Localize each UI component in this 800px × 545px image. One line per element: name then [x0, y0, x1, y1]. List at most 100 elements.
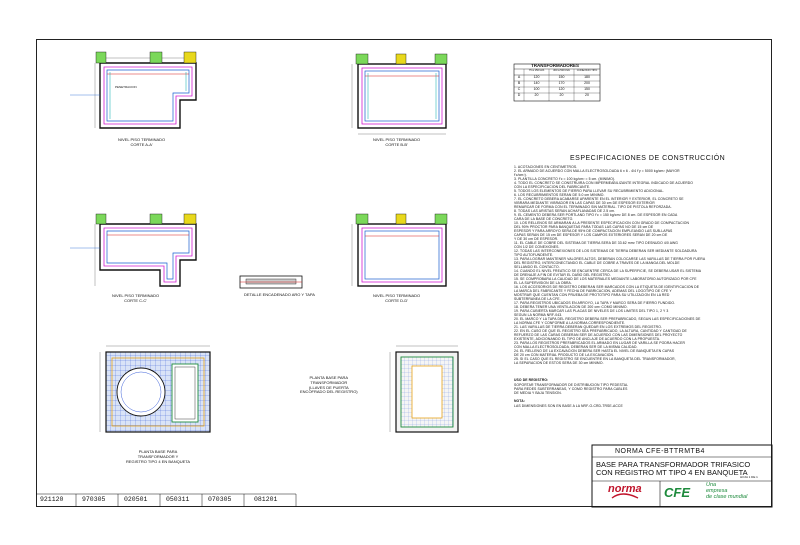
spec-line: 19. PARA CUBIERTA MARCAR LAS PLACAS DE N…: [514, 309, 669, 313]
spec-line: SEGUN LA NORMA NRF-043.: [514, 313, 563, 317]
spec-line: 11. EL CABLE DE COBRE DEL SISTEMA DE TIE…: [514, 241, 679, 245]
spec-line: CARA DE LA BASE DE CONCRETO.: [514, 217, 574, 221]
spec-line: 9. EL CEMENTO DEBERA SER PORTLAND TIPO f…: [514, 213, 678, 217]
spec-line: SELLANDO EL CONTACTO.: [514, 265, 560, 269]
spec-line: CON MALLA ELECTROSOLDADA, DEBERAN SER DE…: [514, 345, 638, 349]
spec-line: 24. EL RELLENO DE LA EXCAVACION DEBERA S…: [514, 349, 675, 353]
spec-line: VIBRARA MEDIANTE VIBRADOR EN LAS CAPAS D…: [514, 201, 655, 205]
specs-title: ESPECIFICACIONES DE CONSTRUCCIÓN: [570, 155, 726, 162]
spec-line: CON LA ESPECIFICACION DEL FABRICANTE.: [514, 185, 591, 189]
table-cell: 120: [558, 87, 565, 91]
spec-line: EL LA SUPERVISION DE LA OBRA.: [514, 281, 572, 285]
transformers-table-frame: [513, 63, 601, 102]
spec-line: LA MARCA DEL FABRICANTE Y FECHA DE FABRI…: [514, 289, 672, 293]
cfe-slogan: Una empresa de clase mundial: [706, 482, 748, 500]
spec-line: 12. TODAS LAS INTERCONEXIONES DE LOS SIS…: [514, 249, 697, 253]
spec-line: 23. PARA LOS REGISTROS PREFABRICADOS EL …: [514, 341, 686, 345]
spec-line: DEL REGISTRO, INTERCONECTANDO EL CABLE D…: [514, 261, 680, 265]
spec-line: 6. LOS RECUBRIMIENTOS SERAN DE 5.0 cm MI…: [514, 193, 605, 197]
spec-line: LA SEPARACION DE ESTOS SERA DE 30 cm MIN…: [514, 361, 604, 365]
spec-line: 25. SI EL CASO QUE EL REGISTRO SE ENCUEN…: [514, 357, 676, 361]
usos-line: PARA REDES SUBTERRANEAS, Y COMO REGISTRO…: [514, 387, 628, 391]
revision-2: 020501: [124, 496, 148, 503]
usos-line: DE MEDIA Y BAJA TENSION.: [514, 391, 562, 395]
spec-line: 18. DEBERA TENER UNA VENTILACION DE 200 …: [514, 305, 628, 309]
usos-line: NOTA:: [514, 399, 525, 403]
cfe-logo: CFE: [664, 485, 690, 500]
revision-3: 050311: [166, 496, 190, 503]
spec-line: TIPO AUTOFUNDENTE.: [514, 253, 554, 257]
spec-line: MOSTRAR QUE CUENTAN CON PRUEBA DE PROTOT…: [514, 293, 670, 297]
table-cell: 150: [584, 87, 590, 91]
plan-c: [70, 213, 197, 287]
table-cell: 170: [558, 81, 565, 85]
spec-line: 1. ACOTACIONES EN CENTIMETROS.: [514, 165, 578, 169]
table-header-cell: 75 a 150 kVA: [528, 69, 545, 72]
spec-line: 7. EL CONCRETO DEBERA ACABARSE APARENTE …: [514, 197, 684, 201]
spec-line: REMARCAR DE FORMA CON EL TERMINADO SIN M…: [514, 205, 672, 209]
table-cell: 180: [584, 75, 590, 79]
spec-line: 22. EN EL CASO DE QUE EL REGISTRO SEA PR…: [514, 329, 687, 333]
spec-line: 2. EL ARMADO DE ACUERDO CON MALLA ELECTR…: [514, 169, 680, 173]
usos-line: USO DE REGISTRO:: [514, 378, 549, 382]
table-cell: 100: [533, 87, 540, 91]
revision-5: 081201: [254, 496, 278, 503]
spec-line: 3. PLANTILLA CONCRETO f'c = 100 kg/cm² =…: [514, 177, 616, 181]
plan-a: PENETRACION: [70, 51, 197, 129]
table-cell: 200: [584, 81, 590, 85]
spec-line: Y DE 30 cm DE ESPESOR.: [514, 237, 559, 241]
table-cell: 120: [533, 75, 540, 79]
spec-line: 5. TODOS LOS ELEMENTOS DE FIERRO PARA LL…: [514, 189, 665, 193]
spec-line: EXISTENTE, ADICIONANDO EL TIPO DE ANCLAJ…: [514, 337, 661, 341]
plan-d: [351, 213, 448, 287]
spec-line: 8. TODAS LAS ARISTAS SERAN ACHAFLANADAS …: [514, 209, 616, 213]
norma-code: NORMA CFE-BTTRMTB4: [615, 448, 705, 455]
svg-text:PENETRACION: PENETRACION: [115, 85, 137, 89]
spec-line: 10. LOS RELLENOS SE ARMARAN A LA PRESENT…: [514, 221, 690, 225]
table-cell: D: [517, 93, 521, 97]
spec-line: 16. LOS ACCESORIOS DE REGISTRO DEBERAN S…: [514, 285, 700, 289]
table-cell: B: [517, 81, 521, 85]
revision-0: 921120: [40, 496, 64, 503]
spec-line: 15. SE COMPROBARA LA CALIDAD DE LOS MATE…: [514, 277, 697, 281]
usos-line: SOPORTAR TRANSFORMADOR DE DISTRIBUCION T…: [514, 383, 629, 387]
drawing-title: BASE PARA TRANSFORMADOR TRIFASICO CON RE…: [596, 460, 751, 477]
table-header-cell: 300 a 500 kVA: [553, 69, 570, 72]
table-cell: 20: [585, 93, 589, 97]
spec-line: 17. PARA REGISTROS UBICADOS EN ARROYO, L…: [514, 301, 676, 305]
spec-line: 21. LAS VARILLAS DE TIERRA DEBERAN QUEDA…: [514, 325, 662, 329]
revision-4: 070305: [208, 496, 232, 503]
sheet-number: HOJA 1 DE 1: [740, 475, 758, 479]
bottom-mid-caption: PLANTA BASE PARA TRANSFORMADOR (LLAVES D…: [300, 375, 358, 395]
table-cell: A: [517, 75, 521, 79]
spec-line: f'c/cm²).: [514, 173, 527, 177]
spec-line: DE DRENAJE A FIN DE EVITAR EL DAÑO DEL R…: [514, 273, 611, 277]
transformers-table-title: TRANSFORMADORES: [531, 63, 579, 68]
spec-line: REFUERZO DE LAS CARAS DEBERAN SER DE ACU…: [514, 333, 683, 337]
spec-line: 14. CUANDO EL NIVEL FREATICO SE ENCUENTR…: [514, 269, 702, 273]
revision-1: 970305: [82, 496, 106, 503]
spec-line: CON 1/2 DE CONEXIONES.: [514, 245, 560, 249]
planta-base-left: [99, 345, 211, 433]
spec-line: SUBTERRANEA DE LA CFE.: [514, 297, 561, 301]
title-block-frame: [36, 444, 773, 508]
detail-caption: DETALLE ENCADENADO ARO Y TAPA: [244, 292, 315, 297]
spec-line: 4. TODO EL CONCRETO SE CONSTRUIRA CON IM…: [514, 181, 694, 185]
spec-line: DE 20 cm CON MATERIAL PRODUCTO DE LA EXC…: [514, 353, 615, 357]
norma-logo: norma: [608, 483, 642, 495]
spec-line: CAPAS SERAN DE 15 cm DE ESPESOR Y LOS CA…: [514, 233, 668, 237]
detail-ring-lid: [239, 275, 303, 289]
spec-line: LA NORMA CFE Y CONFORME A LA NORMA CORRE…: [514, 321, 626, 325]
table-header-cell: CONEXION TIPO: [576, 69, 598, 72]
table-cell: 140: [533, 81, 540, 85]
spec-line: ESPESOR Y PARA ARROYO SERA DE 95% DE COM…: [514, 229, 673, 233]
plan-b: [351, 53, 448, 135]
table-cell: 20: [559, 93, 564, 97]
spec-line: 13. PARA LOGRAR MANTENER VALORES ALTOS, …: [514, 257, 706, 261]
spec-line: 20. EL MARCO Y LA TAPA DEL REGISTRO DEBE…: [514, 317, 701, 321]
table-cell: C: [517, 87, 521, 91]
